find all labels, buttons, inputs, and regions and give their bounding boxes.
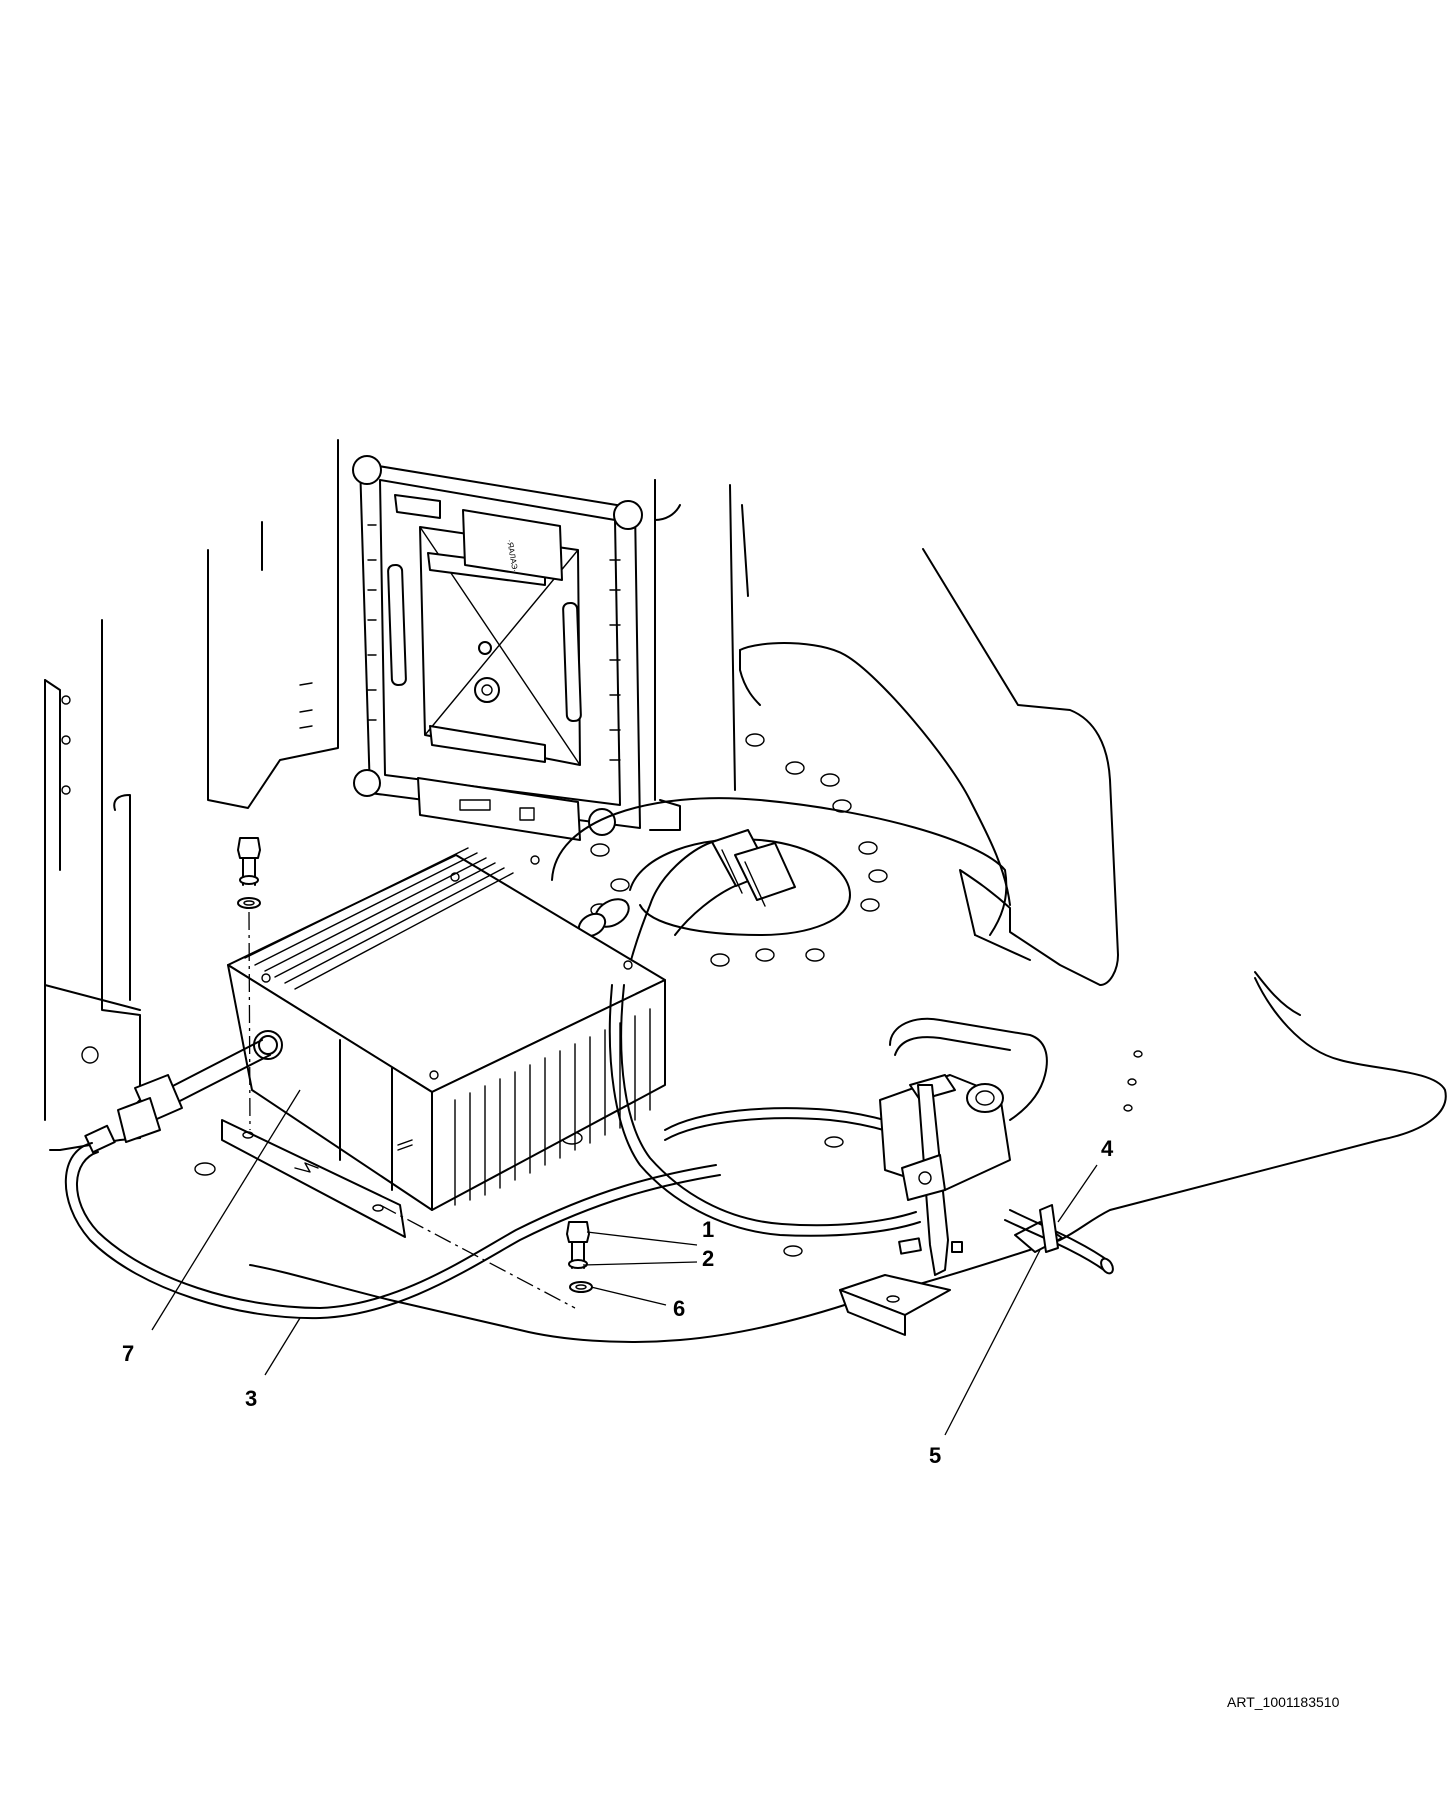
harness-connectors [577, 829, 796, 986]
callout-6: 6 [673, 1296, 685, 1321]
cable-tie-mount [1004, 1204, 1114, 1275]
ac-plug [84, 1074, 183, 1154]
leader-lines [151, 1089, 1098, 1436]
callout-5: 5 [929, 1443, 941, 1468]
charger-side-fins [454, 1008, 651, 1206]
callout-7: 7 [122, 1341, 134, 1366]
hardware-bolt-right [379, 1204, 593, 1309]
upper-column [44, 439, 1119, 1151]
charger-top-fins [244, 847, 514, 990]
rotary-hub [551, 733, 1008, 967]
charger-unit [164, 847, 666, 1238]
controller-studs [367, 524, 621, 761]
callout-1: 1 [702, 1217, 714, 1242]
tilt-sensor-assembly [839, 1017, 1048, 1336]
hardware-bolt-left [237, 837, 261, 1131]
charging-cable [64, 1142, 721, 1320]
controller-module: ·ЯАЛАЭ· [352, 455, 681, 841]
callout-4: 4 [1101, 1136, 1114, 1161]
callout-3: 3 [245, 1386, 257, 1411]
callout-2: 2 [702, 1246, 714, 1271]
art-id: ART_1001183510 [1227, 1694, 1340, 1710]
